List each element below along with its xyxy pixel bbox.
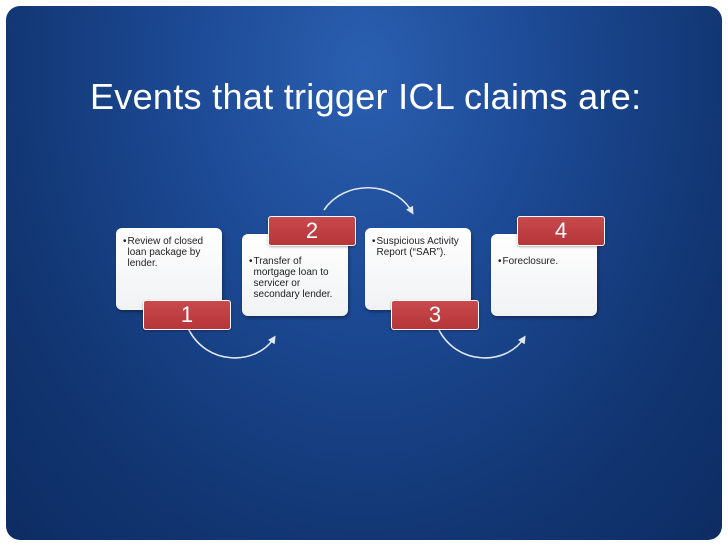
step-4-card: • Foreclosure.: [491, 234, 597, 316]
step-4-text: Foreclosure.: [502, 256, 559, 267]
step-1-text: Review of closed loan package by lender.: [127, 236, 204, 269]
step-3-number: 3: [391, 300, 479, 330]
step-2-card: • Transfer of mortgage loan to servicer …: [242, 234, 348, 316]
step-3-bullet: •: [372, 236, 376, 247]
step-3-card: • Suspicious Activity Report (“SAR”).: [365, 228, 471, 310]
arrow-3-to-4: [437, 327, 526, 359]
step-4-bullet: •: [498, 256, 502, 267]
step-2-bullet: •: [249, 256, 253, 267]
step-1-number: 1: [143, 300, 231, 330]
process-arrows: [187, 186, 526, 359]
step-1-bullet: •: [123, 236, 127, 247]
step-1-card: • Review of closed loan package by lende…: [116, 228, 222, 310]
arrow-2-to-3: [323, 186, 414, 215]
slide-background: Events that trigger ICL claims are: • Re…: [6, 6, 722, 540]
step-3-text: Suspicious Activity Report (“SAR”).: [376, 236, 459, 258]
slide-title: Events that trigger ICL claims are:: [90, 76, 642, 117]
arrow-1-to-2: [187, 327, 276, 359]
step-2-text: Transfer of mortgage loan to servicer or…: [253, 256, 333, 300]
step-4-number: 4: [517, 216, 605, 246]
step-2-number: 2: [268, 216, 356, 246]
